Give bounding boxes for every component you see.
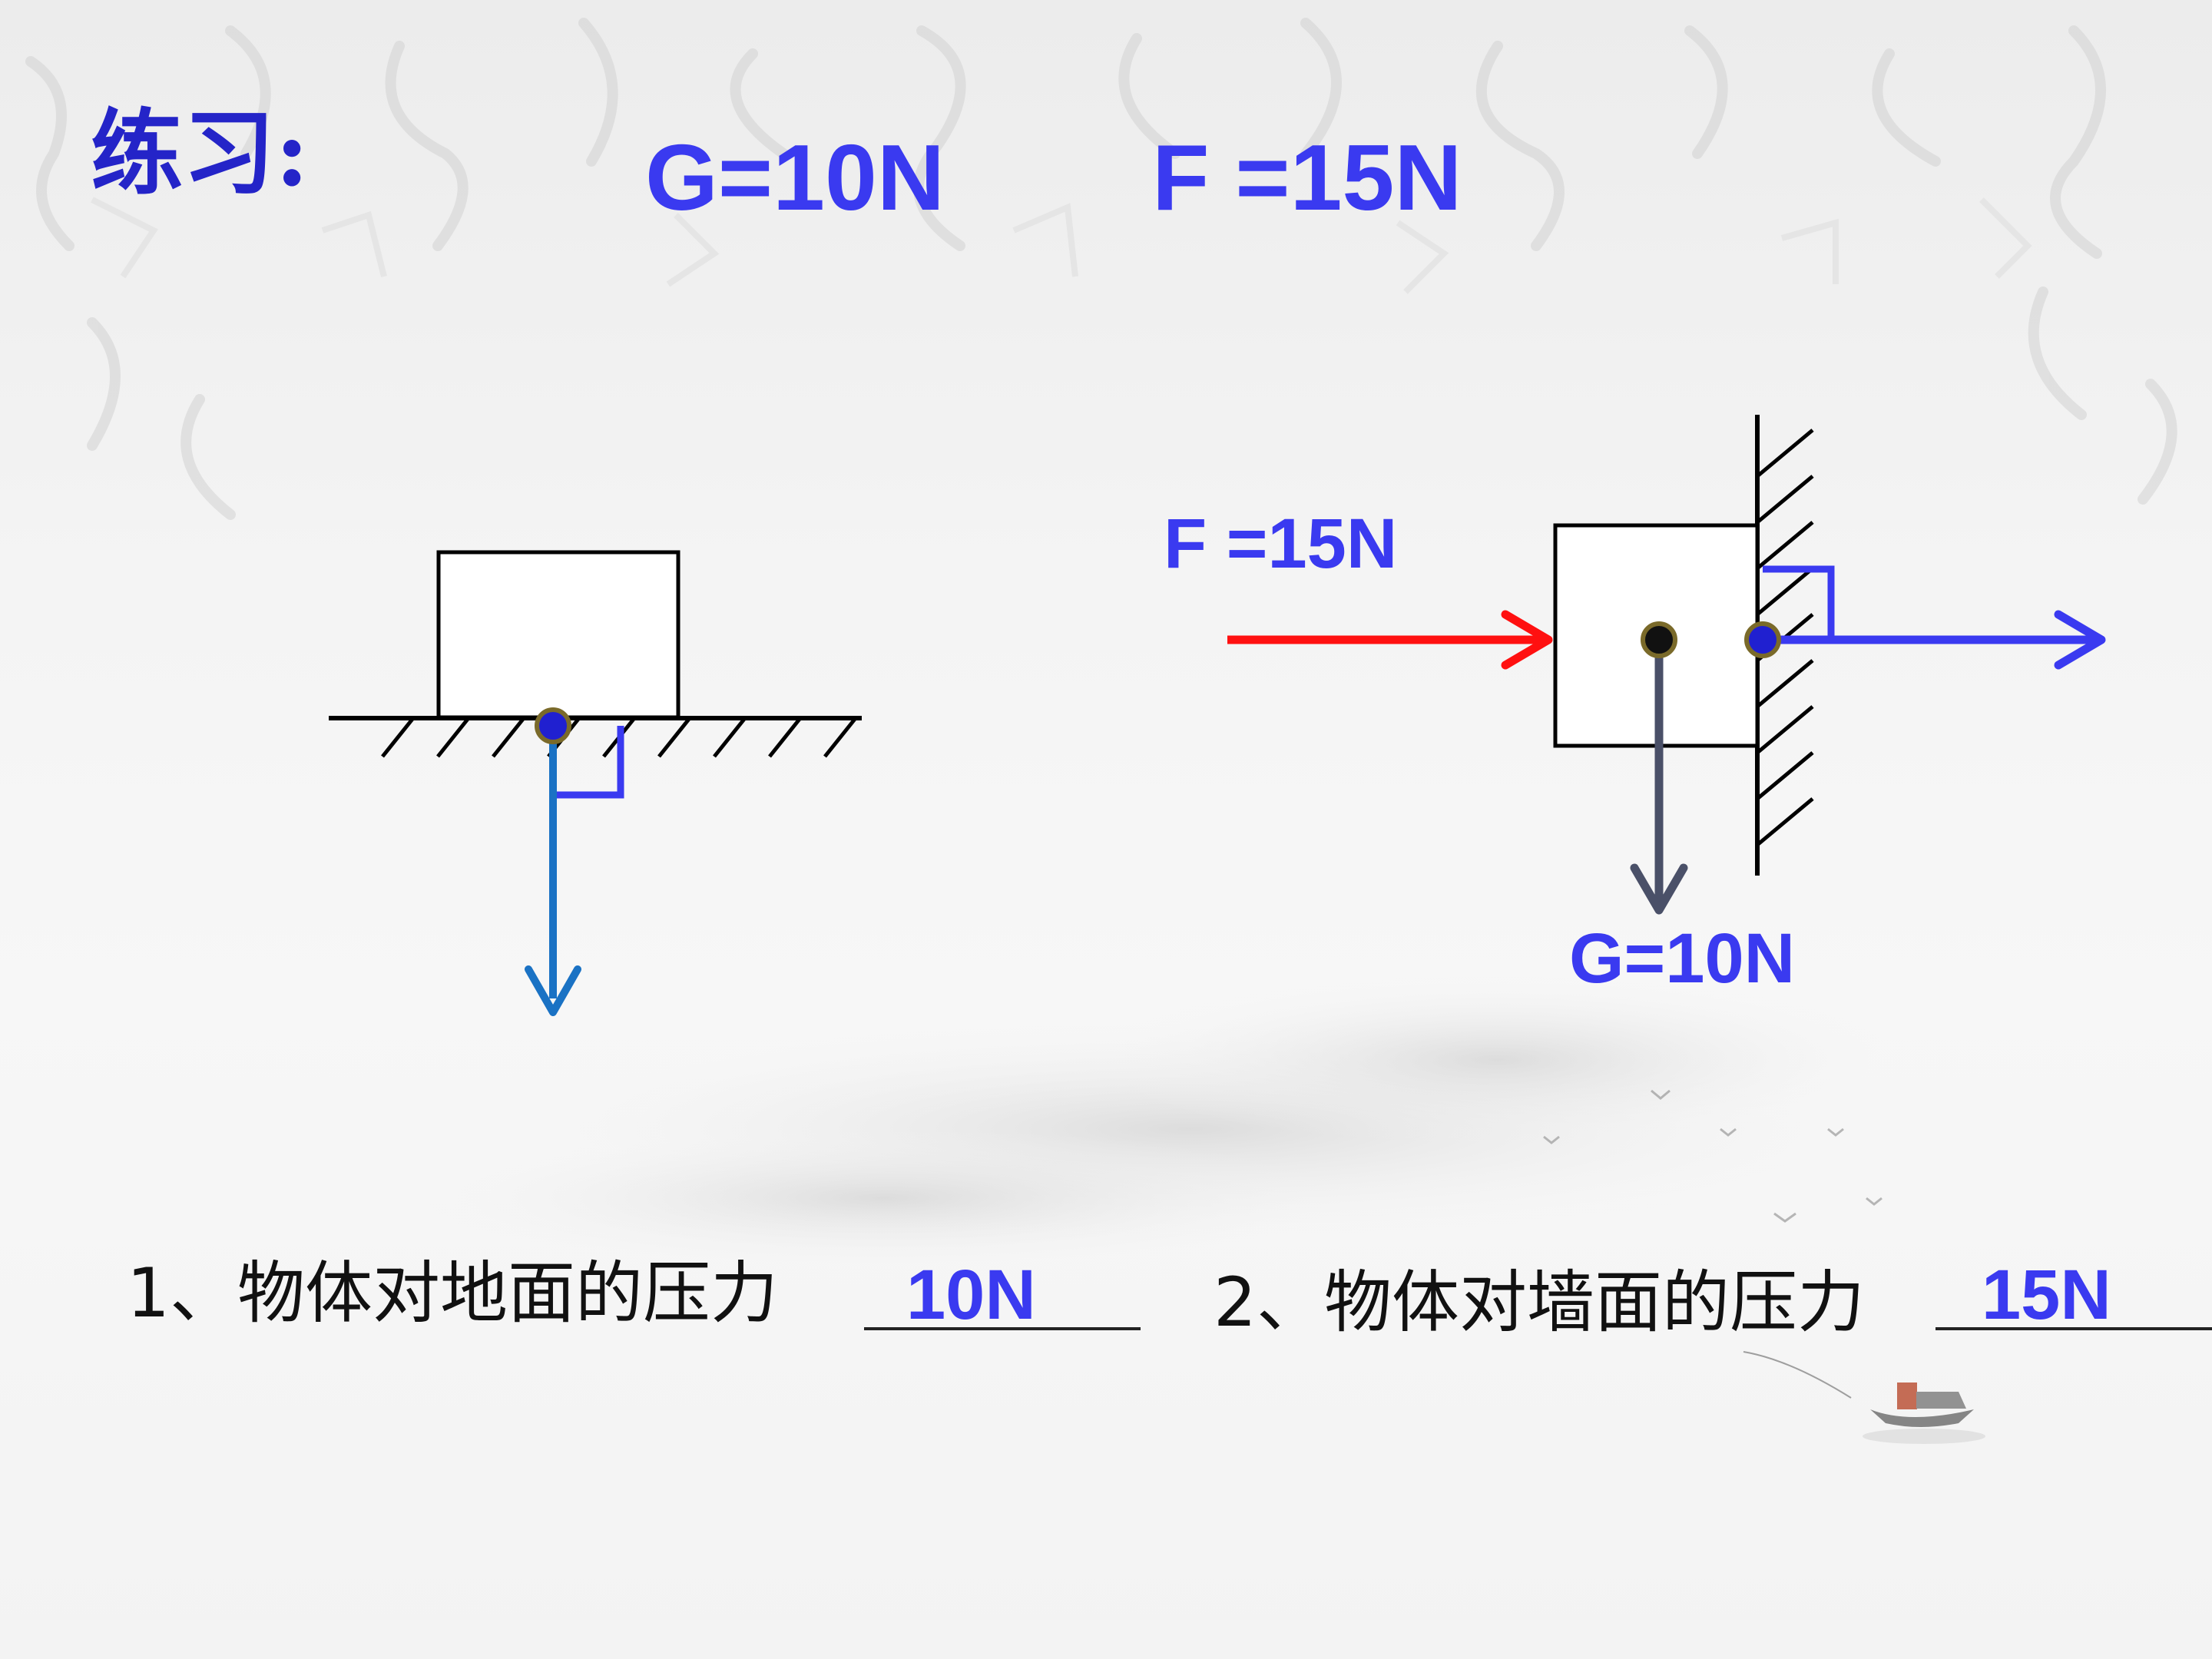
gravity-arrowhead xyxy=(1630,863,1688,915)
action-point-ground xyxy=(535,707,571,744)
ground-diagram xyxy=(329,550,862,1016)
wall-pressure-arrowhead xyxy=(2054,610,2106,670)
right-angle-mark-ground xyxy=(553,726,624,799)
answer-2: 15N xyxy=(1982,1256,2111,1334)
boat-icon xyxy=(1743,1351,1985,1444)
action-point-wall xyxy=(1744,621,1781,658)
question-2: 2、物体对墙面的压力 xyxy=(1214,1263,1865,1342)
center-of-gravity-point xyxy=(1641,621,1677,658)
box-on-ground xyxy=(436,550,680,720)
given-force: F =15N xyxy=(1152,125,1462,230)
wall-diagram xyxy=(1227,415,2106,915)
page-title: 练习: xyxy=(91,99,310,207)
answer-blank-2 xyxy=(1936,1327,2212,1330)
applied-force-arrowhead xyxy=(1501,610,1553,670)
pressure-arrowhead-ground xyxy=(525,965,581,1016)
applied-force-label: F =15N xyxy=(1164,505,1398,583)
gravity-label: G=10N xyxy=(1569,919,1796,998)
given-gravity: G=10N xyxy=(645,125,945,230)
question-1: 1、物体对地面的压力 xyxy=(127,1253,778,1333)
answer-1: 10N xyxy=(906,1256,1036,1334)
answer-blank-1 xyxy=(864,1327,1141,1330)
right-angle-mark-wall xyxy=(1763,565,1835,637)
